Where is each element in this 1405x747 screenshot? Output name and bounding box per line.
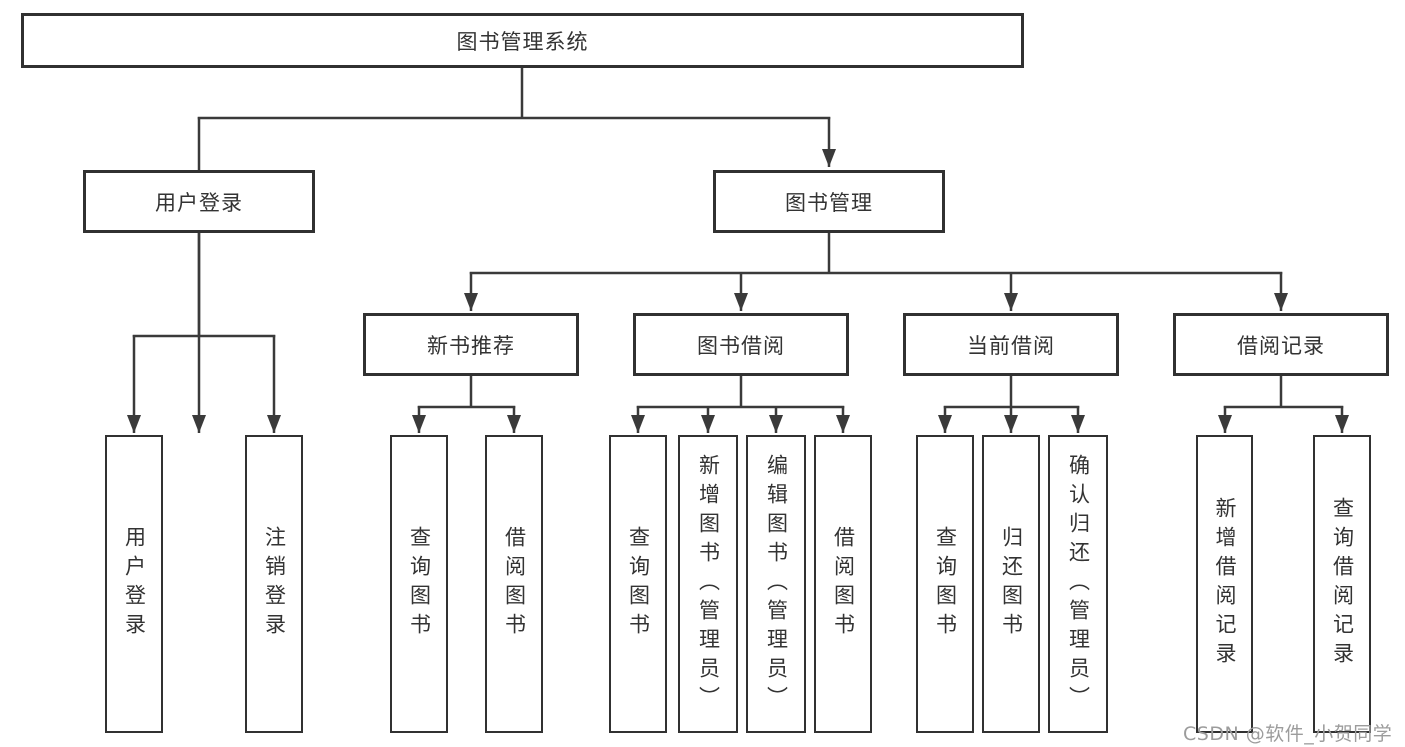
node-current-borrow: 当前借阅 — [903, 313, 1119, 376]
leaf-add-borrow-record: 新增借阅记录 — [1196, 435, 1253, 733]
node-user-login: 用户登录 — [83, 170, 315, 233]
connector-root-to-level2 — [192, 68, 836, 433]
connector-borrow-record-to-leaves — [1218, 376, 1349, 433]
csdn-watermark: CSDN @软件_小贺同学 — [1183, 723, 1393, 745]
leaf-user-login: 用户登录 — [105, 435, 163, 733]
leaf-return-books: 归还图书 — [982, 435, 1040, 733]
leaf-query-borrow-record: 查询借阅记录 — [1313, 435, 1371, 733]
leaf-borrow-books: 借阅图书 — [814, 435, 872, 733]
connector-new-book-to-leaves — [412, 376, 521, 433]
root-node-library-system: 图书管理系统 — [21, 13, 1024, 68]
leaf-add-book-admin: 新增图书（管理员） — [678, 435, 738, 733]
node-borrow-record: 借阅记录 — [1173, 313, 1389, 376]
connector-book-borrow-to-leaves — [631, 376, 850, 433]
leaf-query-books: 查询图书 — [390, 435, 448, 733]
connector-book-mgmt-to-level3 — [464, 233, 1288, 311]
leaf-logout: 注销登录 — [245, 435, 303, 733]
leaf-confirm-return-admin: 确认归还（管理员） — [1048, 435, 1108, 733]
leaf-edit-book-admin: 编辑图书（管理员） — [746, 435, 806, 733]
connector-current-borrow-to-leaves — [938, 376, 1085, 433]
node-book-management: 图书管理 — [713, 170, 945, 233]
leaf-query-books: 查询图书 — [916, 435, 974, 733]
leaf-borrow-books: 借阅图书 — [485, 435, 543, 733]
node-new-book-recommend: 新书推荐 — [363, 313, 579, 376]
leaf-query-books: 查询图书 — [609, 435, 667, 733]
connector-user-login-to-leaves — [127, 233, 281, 433]
node-book-borrow: 图书借阅 — [633, 313, 849, 376]
